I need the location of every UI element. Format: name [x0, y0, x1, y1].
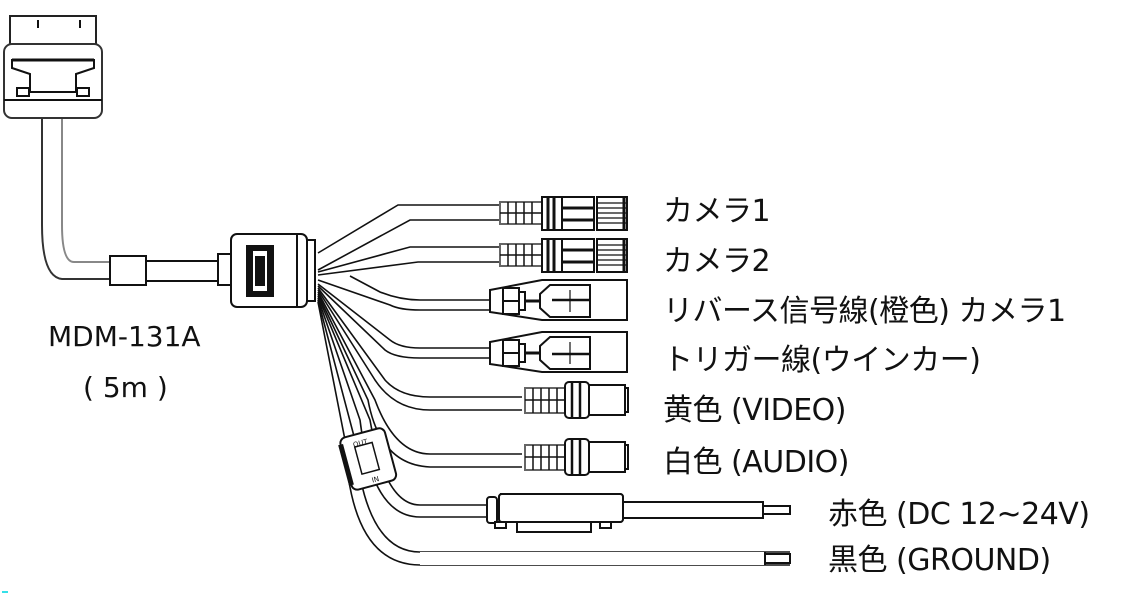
label-trigger: トリガー線(ウインカー): [663, 343, 981, 378]
reverse-spade-terminal: [489, 279, 628, 321]
cable-length: ( 5m ): [83, 371, 168, 404]
audio-rca-jack: [524, 438, 629, 476]
label-camera1: カメラ1: [663, 194, 771, 229]
switch-out-label: OUT: [352, 437, 369, 449]
main-plug-connector: [3, 15, 103, 119]
label-video: 黄色 (VIDEO): [663, 393, 846, 428]
trigger-spade-terminal: [489, 331, 628, 373]
camera2-connector: [499, 238, 628, 273]
power-fuse-holder: [486, 493, 791, 533]
label-camera2: カメラ2: [663, 244, 771, 279]
video-rca-jack: [524, 381, 629, 419]
label-power: 赤色 (DC 12~24V): [828, 497, 1090, 532]
label-ground: 黒色 (GROUND): [828, 543, 1051, 578]
switch-in-label: IN: [371, 475, 380, 485]
main-cable: [41, 119, 233, 286]
model-name: MDM-131A: [48, 320, 201, 353]
junction-box: [230, 233, 316, 308]
corner-artifact: [2, 591, 8, 593]
switch-box: [338, 427, 398, 491]
ground-wire-end: [420, 552, 791, 565]
label-reverse: リバース信号線(橙色) カメラ1: [663, 294, 1066, 329]
camera1-connector: [499, 196, 628, 231]
label-audio: 白色 (AUDIO): [663, 445, 850, 480]
